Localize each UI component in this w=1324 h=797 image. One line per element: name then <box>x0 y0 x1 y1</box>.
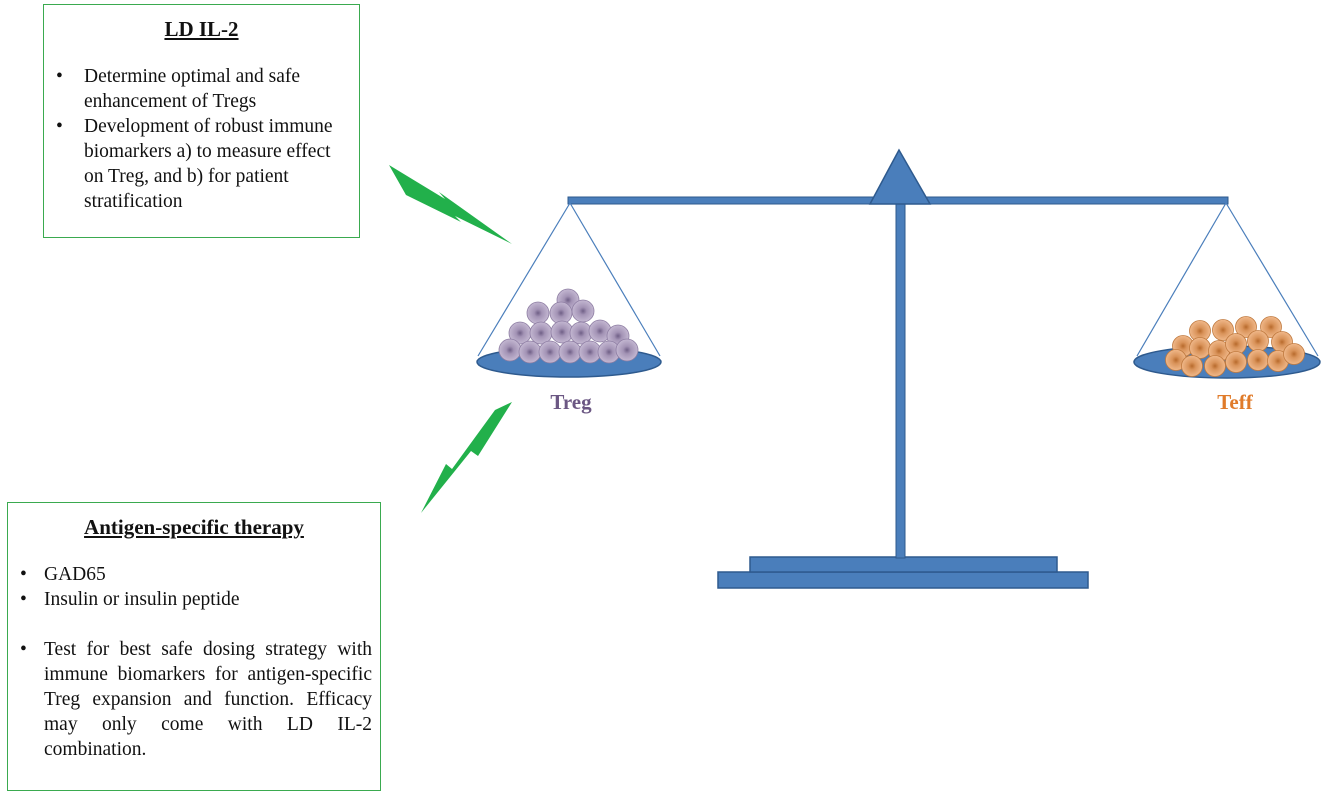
teff-cell-icon <box>1204 355 1226 377</box>
treg-cell-icon <box>498 338 522 362</box>
right-pan-string <box>1136 202 1227 357</box>
lightning-bolt-arrow-icon <box>389 165 512 244</box>
antigen-specific-bullet: Insulin or insulin peptide <box>8 587 380 612</box>
teff-cell-icon <box>1235 316 1257 338</box>
left-pan-string <box>569 202 661 357</box>
ld-il2-box: LD IL-2 Determine optimal and safe enhan… <box>43 4 360 238</box>
treg-cell-group <box>498 288 639 364</box>
teff-cell-icon <box>1247 349 1269 371</box>
teff-cell-icon <box>1247 330 1269 352</box>
teff-label: Teff <box>1217 390 1253 414</box>
lightning-bolt-arrow-icon <box>421 402 512 513</box>
treg-cell-icon <box>538 340 562 364</box>
right-pan-string <box>1225 202 1319 357</box>
teff-cell-group <box>1165 316 1305 377</box>
ld-il2-bullet-list: Determine optimal and safe enhancement o… <box>44 64 359 214</box>
ld-il2-title: LD IL-2 <box>164 17 239 41</box>
scale-pole <box>895 199 906 559</box>
scale-fulcrum <box>868 148 932 205</box>
treg-cell-icon <box>526 301 550 325</box>
ld-il2-bullet: Development of robust immune biomarkers … <box>44 114 359 214</box>
teff-cell-icon <box>1260 316 1282 338</box>
antigen-specific-title: Antigen-specific therapy <box>84 515 304 539</box>
treg-cell-icon <box>518 340 542 364</box>
scale-base-top <box>749 556 1058 573</box>
treg-cell-icon <box>571 299 595 323</box>
teff-cell-icon <box>1225 351 1247 373</box>
antigen-specific-bullet: Test for best safe dosing strategy with … <box>8 637 380 762</box>
antigen-specific-bullet-list: GAD65 Insulin or insulin peptide Test fo… <box>8 562 380 762</box>
antigen-specific-box: Antigen-specific therapy GAD65 Insulin o… <box>7 502 381 791</box>
teff-cell-icon <box>1283 343 1305 365</box>
antigen-specific-bullet: GAD65 <box>8 562 380 587</box>
treg-cell-icon <box>558 340 582 364</box>
scale-base-bottom <box>717 571 1089 589</box>
left-pan-string <box>477 202 571 357</box>
teff-cell-icon <box>1181 355 1203 377</box>
teff-cell-icon <box>1212 319 1234 341</box>
ld-il2-bullet: Determine optimal and safe enhancement o… <box>44 64 359 114</box>
treg-label: Treg <box>550 390 592 414</box>
treg-cell-icon <box>615 338 639 362</box>
